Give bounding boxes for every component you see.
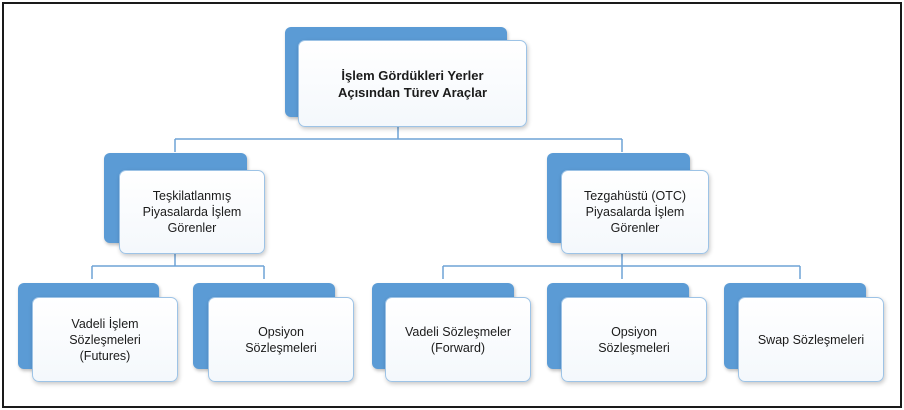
connector-right (442, 254, 801, 279)
branch-organized-label: Teşkilatlanmış Piyasalarda İşlem Görenle… (119, 170, 265, 254)
leaf-organized-options-label: Opsiyon Sözleşmeleri (208, 297, 354, 382)
connector-left (91, 254, 265, 279)
branch-otc-label: Tezgahüstü (OTC) Piyasalarda İşlem Gören… (561, 170, 709, 254)
leaf-otc-options-label: Opsiyon Sözleşmeleri (561, 297, 707, 382)
leaf-forward-label: Vadeli Sözleşmeler (Forward) (385, 297, 531, 382)
leaf-swap-label: Swap Sözleşmeleri (738, 297, 884, 382)
root-label: İşlem Gördükleri Yerler Açısından Türev … (298, 40, 527, 127)
leaf-futures-label: Vadeli İşlem Sözleşmeleri (Futures) (32, 297, 178, 382)
connector-root (174, 127, 623, 152)
